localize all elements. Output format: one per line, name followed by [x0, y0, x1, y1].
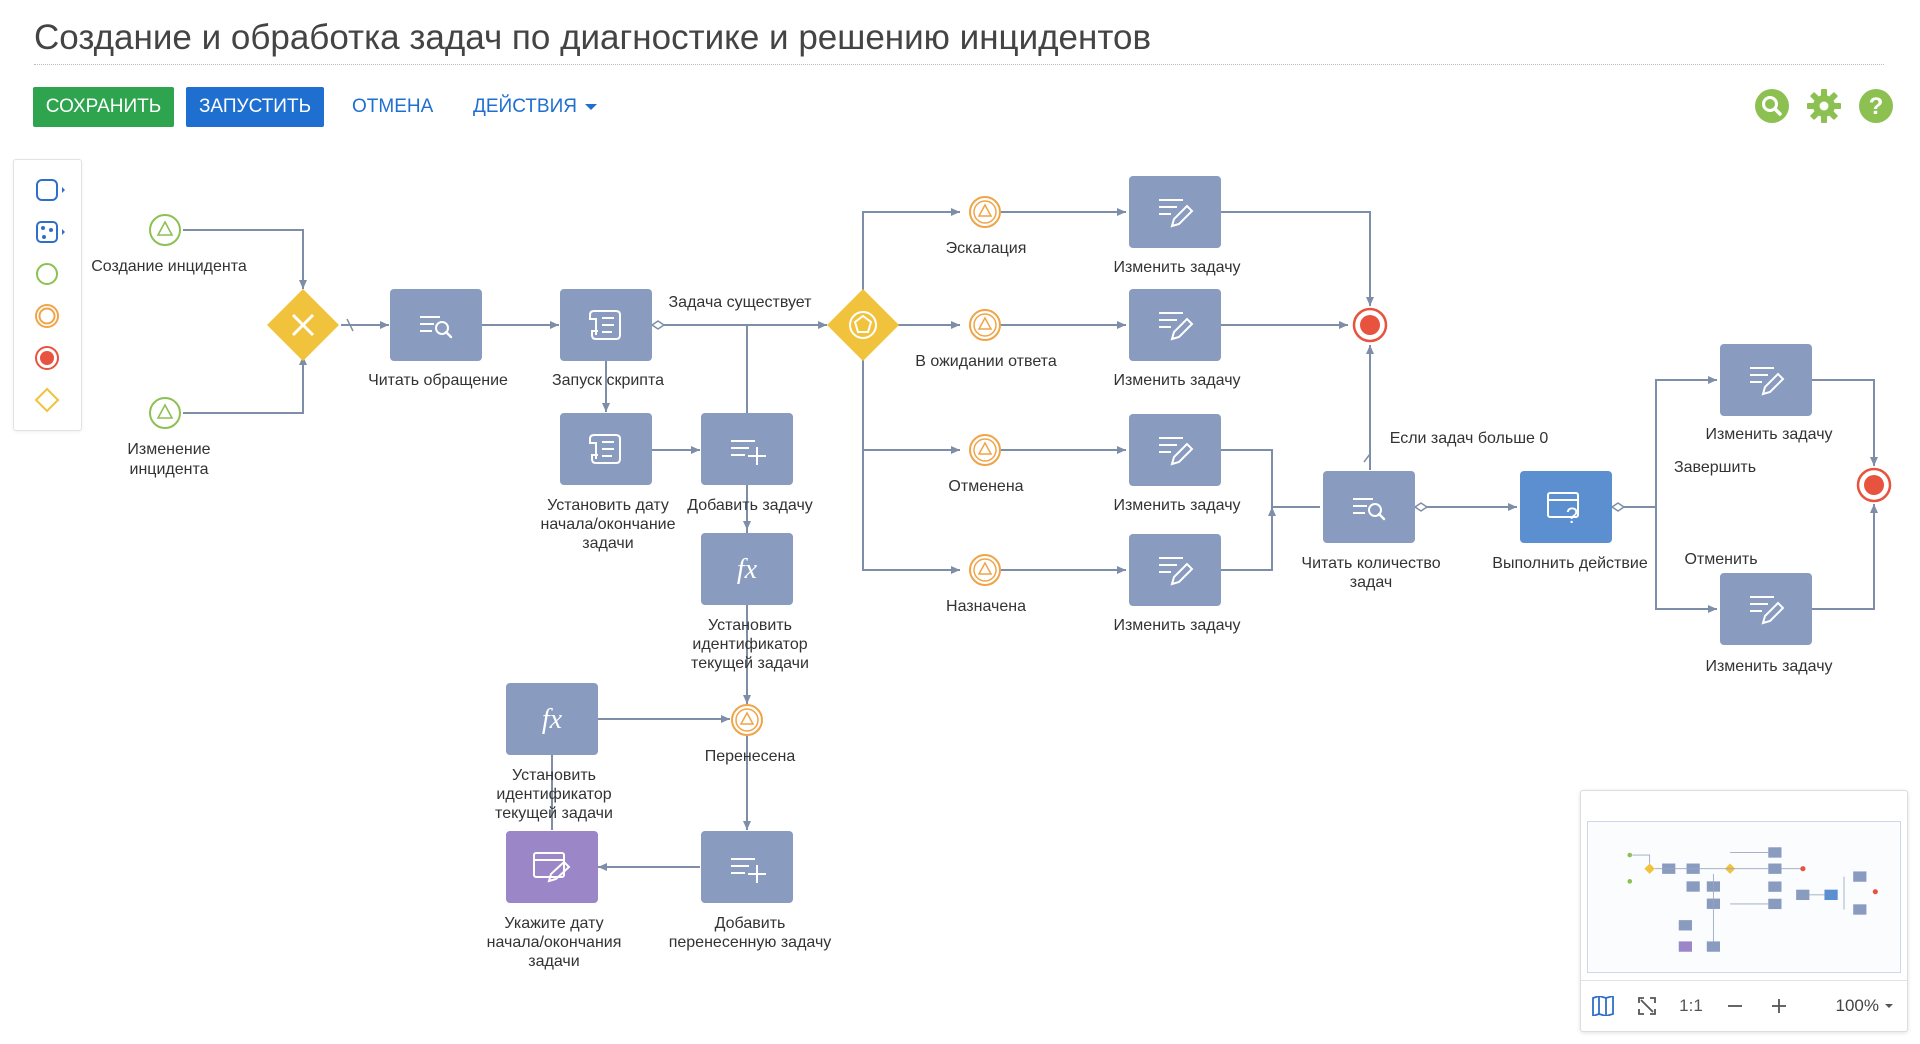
- task-set-id[interactable]: [701, 533, 793, 605]
- task-read-count[interactable]: [1323, 471, 1415, 543]
- task-change-5[interactable]: [1720, 344, 1812, 416]
- actions-dropdown[interactable]: ДЕЙСТВИЯ: [473, 87, 597, 127]
- gateway-tool-icon[interactable]: [14, 382, 81, 418]
- read-count-label-1: Читать количество: [1301, 555, 1440, 572]
- end-event-tool-icon[interactable]: [14, 340, 81, 376]
- intermediate-event-tool-icon[interactable]: [14, 298, 81, 334]
- set-id2-label-3: текущей задачи: [495, 805, 613, 822]
- change-task-label-2: Изменить задачу: [1113, 372, 1240, 389]
- chevron-down-icon: [1885, 1004, 1893, 1008]
- cancel-button[interactable]: ОТМЕНА: [352, 87, 433, 127]
- set-id-label-1: Установить: [708, 617, 792, 634]
- cancelled-label: Отменена: [948, 478, 1023, 495]
- minimap-preview: [1627, 847, 1878, 952]
- if-tasks-label: Если задач больше 0: [1390, 430, 1549, 447]
- task-change-2[interactable]: [1129, 289, 1221, 361]
- set-id2-label-2: идентификатор: [496, 786, 611, 803]
- specify-date-label-1: Укажите дату: [504, 915, 603, 932]
- zoom-level-select[interactable]: 100%: [1836, 996, 1893, 1016]
- save-button[interactable]: СОХРАНИТЬ: [33, 87, 174, 127]
- start-change-label-2: инцидента: [130, 461, 209, 478]
- cancel-button-label: ОТМЕНА: [352, 96, 434, 117]
- title-divider: [34, 64, 1884, 65]
- task-read-request[interactable]: [390, 289, 482, 361]
- task-set-id-2[interactable]: [506, 683, 598, 755]
- minimap-toolbar: 1:1 100%: [1581, 980, 1907, 1031]
- task-change-1[interactable]: [1129, 176, 1221, 248]
- zoom-out-icon[interactable]: [1713, 981, 1757, 1031]
- change-task-label-4: Изменить задачу: [1113, 617, 1240, 634]
- end-event-2[interactable]: [1856, 467, 1892, 503]
- set-id2-label-1: Установить: [512, 767, 596, 784]
- search-icon[interactable]: [1754, 88, 1790, 124]
- task-perform-action[interactable]: [1520, 471, 1612, 543]
- event-assigned[interactable]: [969, 554, 1001, 586]
- task-add-moved[interactable]: [701, 831, 793, 903]
- finish-label: Завершить: [1674, 459, 1756, 476]
- event-waiting[interactable]: [969, 309, 1001, 341]
- minimap-viewport[interactable]: [1587, 821, 1901, 973]
- end-event-1[interactable]: [1352, 307, 1388, 343]
- zoom-level-value: 100%: [1835, 996, 1879, 1015]
- fit-screen-icon[interactable]: [1625, 981, 1669, 1031]
- specify-date-label-3: задачи: [528, 953, 579, 970]
- minimap-panel: 1:1 100%: [1580, 790, 1908, 1032]
- task-change-6[interactable]: [1720, 573, 1812, 645]
- perform-action-label: Выполнить действие: [1492, 555, 1648, 572]
- exclusive-gateway[interactable]: [267, 289, 339, 361]
- start-event-create[interactable]: [149, 214, 181, 246]
- task-add-task[interactable]: [701, 413, 793, 485]
- task-set-dates[interactable]: [560, 413, 652, 485]
- set-id-label-2: идентификатор: [692, 636, 807, 653]
- change-task-label-3: Изменить задачу: [1113, 497, 1240, 514]
- chevron-down-icon: [584, 104, 597, 110]
- zoom-in-icon[interactable]: [1757, 981, 1801, 1031]
- task-change-4[interactable]: [1129, 534, 1221, 606]
- subprocess-tool-icon[interactable]: [14, 214, 81, 250]
- set-id-label-3: текущей задачи: [691, 655, 809, 672]
- connectors: [183, 208, 1878, 871]
- change-task-label-5: Изменить задачу: [1705, 426, 1832, 443]
- page-title: Создание и обработка задач по диагностик…: [34, 18, 1152, 57]
- set-dates-label-3: задачи: [582, 535, 633, 552]
- specify-date-label-2: начала/окончания: [487, 934, 622, 951]
- event-moved[interactable]: [731, 704, 763, 736]
- task-specify-date[interactable]: [506, 831, 598, 903]
- read-request-label: Читать обращение: [368, 372, 508, 389]
- waiting-label: В ожидании ответа: [915, 353, 1057, 370]
- change-task-label-6: Изменить задачу: [1705, 658, 1832, 675]
- read-count-label-2: задач: [1350, 574, 1392, 591]
- help-icon[interactable]: ?: [1858, 88, 1894, 124]
- add-moved-label-1: Добавить: [715, 915, 786, 932]
- assigned-label: Назначена: [946, 598, 1026, 615]
- cancel-flow-label: Отменить: [1684, 551, 1757, 568]
- set-dates-label-2: начала/окончание: [540, 516, 675, 533]
- start-create-label: Создание инцидента: [91, 258, 247, 275]
- event-escalation[interactable]: [969, 196, 1001, 228]
- event-cancelled[interactable]: [969, 434, 1001, 466]
- set-dates-label-1: Установить дату: [547, 497, 669, 514]
- start-event-change[interactable]: [149, 397, 181, 429]
- moved-label: Перенесена: [705, 748, 796, 765]
- change-task-label-1: Изменить задачу: [1113, 259, 1240, 276]
- add-moved-label-2: перенесенную задачу: [669, 934, 832, 951]
- flow-markers: [346, 318, 1626, 512]
- start-event-tool-icon[interactable]: [14, 256, 81, 292]
- element-palette: [13, 159, 82, 431]
- start-change-label: Изменение: [127, 441, 210, 458]
- gear-icon[interactable]: [1806, 88, 1842, 124]
- svg-text:?: ?: [1869, 93, 1884, 120]
- run-button[interactable]: ЗАПУСТИТЬ: [186, 87, 324, 127]
- event-gateway[interactable]: [827, 289, 899, 361]
- task-exists-label: Задача существует: [669, 294, 813, 311]
- actions-dropdown-label: ДЕЙСТВИЯ: [473, 96, 577, 117]
- task-run-script[interactable]: [560, 289, 652, 361]
- add-task-label: Добавить задачу: [687, 497, 813, 514]
- run-script-label: Запуск скрипта: [552, 372, 664, 389]
- actual-size-button[interactable]: 1:1: [1679, 996, 1703, 1015]
- map-toggle-icon[interactable]: [1581, 981, 1625, 1031]
- escalation-label: Эскалация: [946, 240, 1027, 257]
- task-change-3[interactable]: [1129, 414, 1221, 486]
- task-tool-icon[interactable]: [14, 172, 81, 208]
